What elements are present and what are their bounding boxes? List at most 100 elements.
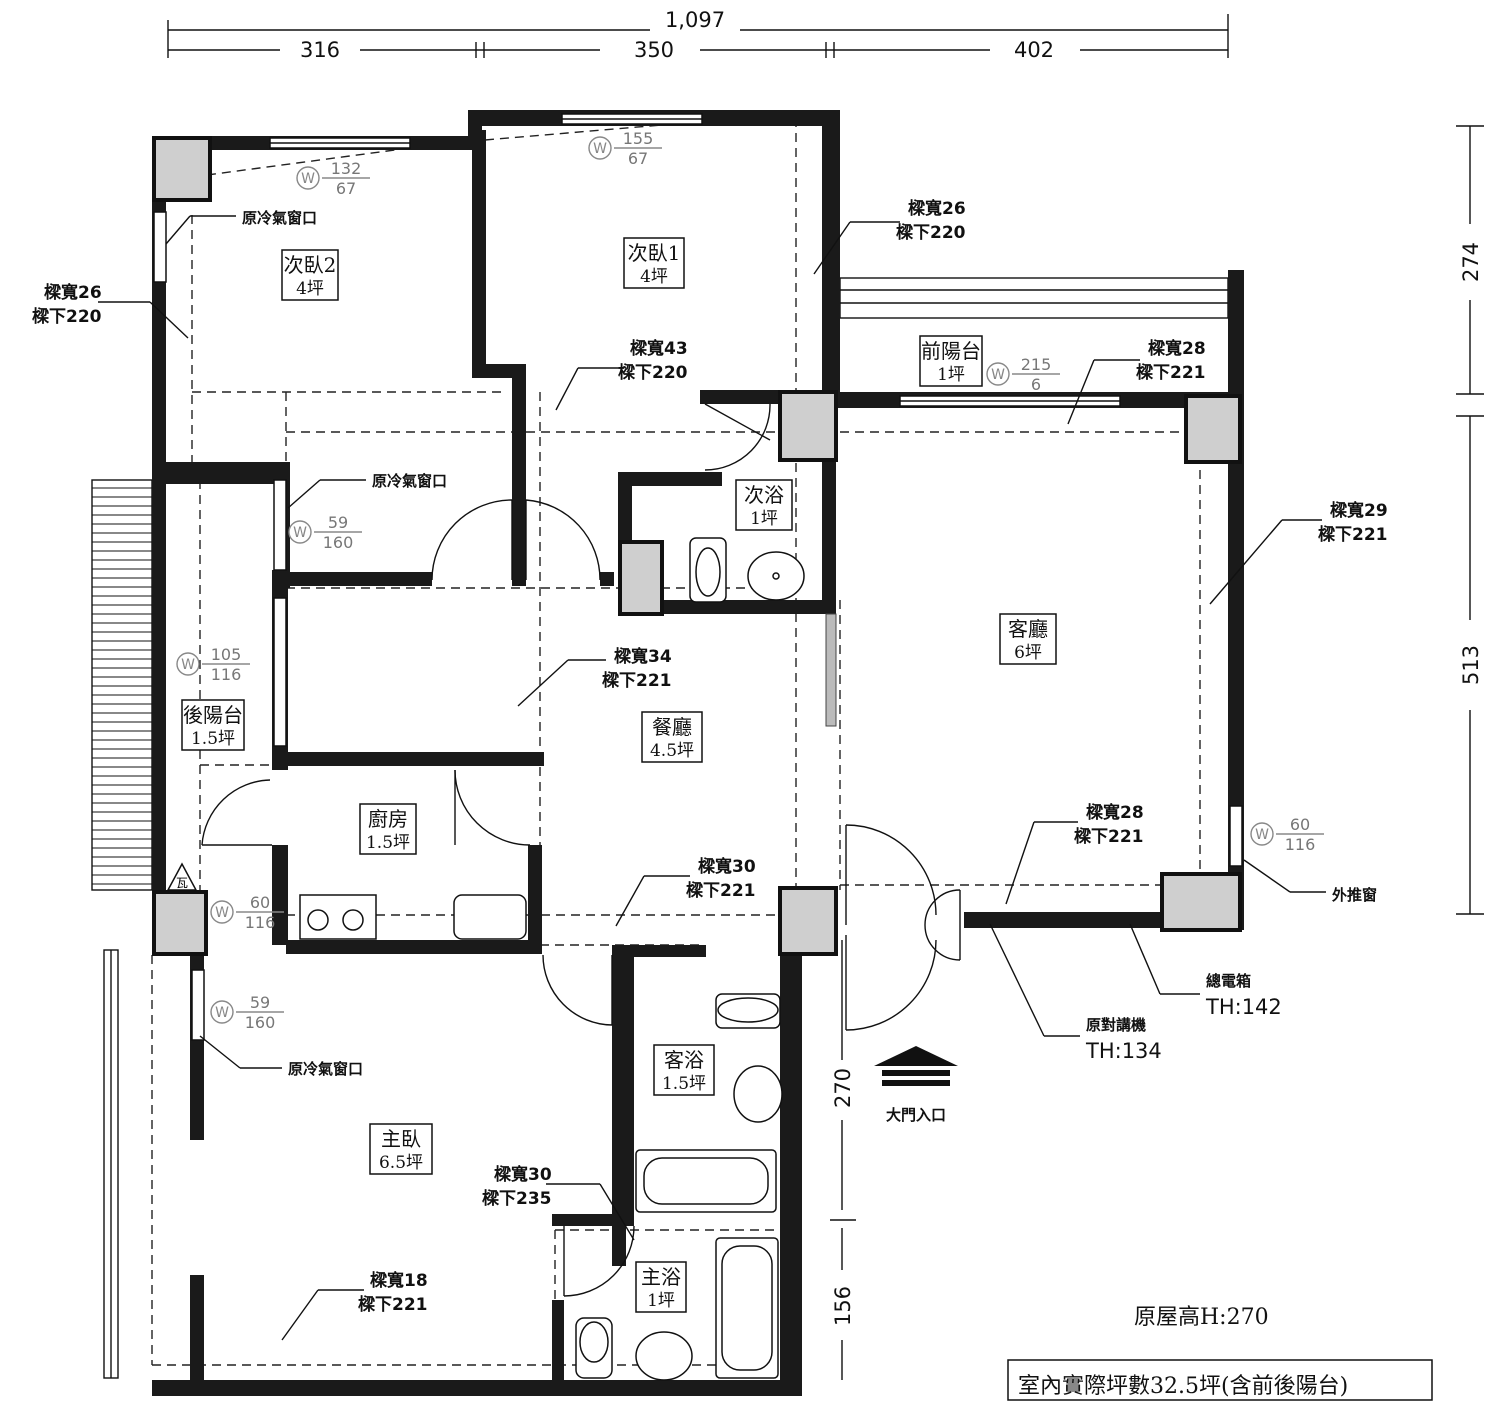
window-height: 116	[245, 913, 276, 932]
ceiling-height-note: 原屋高H:270	[1134, 1305, 1269, 1330]
beam-height: 樑下221	[602, 670, 672, 691]
beam-note: 樑寬26 樑下220	[32, 282, 102, 327]
right-dimensions: 274 513	[1456, 125, 1484, 915]
window-symbol: W	[293, 525, 307, 541]
window-width: 59	[250, 993, 270, 1012]
beam-width: 樑寬28	[1086, 802, 1144, 823]
room-size: 1.5坪	[191, 729, 235, 749]
beam-notes: 樑寬26 樑下220 樑寬26 樑下220 樑寬43 樑下220 樑寬28 樑下221 樑寬29…	[32, 198, 1388, 1315]
entrance-note: 大門入口	[886, 1106, 946, 1124]
total-area-box	[1007, 1359, 1433, 1401]
beam-width: 樑寬26	[908, 198, 966, 219]
room-size: 1.5坪	[366, 833, 410, 853]
window-height: 116	[211, 665, 242, 684]
room-name: 廚房	[368, 807, 408, 831]
room-label-guest-bath: 客浴1.5坪	[653, 1044, 715, 1096]
beam-height: 樑下220	[618, 362, 688, 383]
window-symbol: W	[215, 905, 229, 921]
room-size: 6坪	[1014, 643, 1042, 663]
beam-height: 樑下221	[686, 880, 756, 901]
ac-window-note-2: 原冷氣窗口	[372, 472, 447, 490]
room-size: 6.5坪	[379, 1153, 423, 1173]
dim-seg-left: 316	[300, 38, 340, 62]
dim-seg-mid: 350	[634, 38, 674, 62]
window-height: 6	[1031, 375, 1041, 394]
dim-entry-lower: 156	[831, 1286, 855, 1326]
entrance-arrow-icon	[874, 1046, 958, 1086]
columns	[152, 136, 1242, 956]
room-size: 1.5坪	[662, 1074, 706, 1094]
room-size: 1坪	[937, 365, 965, 385]
dim-entry-upper: 270	[831, 1068, 855, 1108]
master-bedroom-railing	[103, 949, 119, 1379]
room-name: 次浴	[744, 483, 784, 507]
room-name: 客浴	[664, 1048, 704, 1072]
beam-width: 樑寬28	[1148, 338, 1206, 359]
fixtures	[299, 537, 805, 1381]
window-symbol: W	[593, 141, 607, 157]
room-name: 前陽台	[921, 339, 981, 363]
main-panel-note: 總電箱	[1206, 972, 1251, 990]
window-symbol: W	[181, 657, 195, 673]
back-balcony-railing	[91, 479, 153, 891]
gas-label: 瓦	[176, 876, 188, 890]
window-symbol: W	[1255, 827, 1269, 843]
doors	[201, 403, 961, 1297]
intercom-height: TH:134	[1085, 1039, 1162, 1063]
beam-width: 樑寬43	[630, 338, 688, 359]
room-labels: 次臥24坪次臥14坪前陽台1坪次浴1坪客廳6坪後陽台1.5坪餐廳4.5坪廚房1.…	[181, 237, 1057, 1313]
dim-total-width: 1,097	[665, 8, 725, 32]
room-size: 4坪	[640, 267, 668, 287]
beam-width: 樑寬26	[44, 282, 102, 303]
beam-height: 樑下220	[32, 306, 102, 327]
window-width: 105	[211, 645, 242, 664]
window-width: 155	[623, 129, 654, 148]
beam-note: 樑寬28 樑下221	[1136, 338, 1206, 383]
window-width: 59	[328, 513, 348, 532]
ac-window-note-3: 原冷氣窗口	[288, 1060, 363, 1078]
gas-meter-icon	[166, 862, 198, 891]
beam-height: 樑下221	[358, 1294, 428, 1315]
room-size: 1坪	[750, 509, 778, 529]
window-height: 67	[336, 179, 356, 198]
window-tags: W13267W15567W2156W59160W105116W60116W601…	[176, 129, 1324, 1032]
window-width: 60	[1290, 815, 1310, 834]
total-area-note: 室內實際坪數32.5坪(含前後陽台)	[1018, 1374, 1348, 1399]
room-name: 客廳	[1008, 617, 1048, 641]
beam-height: 樑下220	[896, 222, 966, 243]
dim-seg-right: 402	[1014, 38, 1054, 62]
room-name: 主臥	[381, 1127, 421, 1151]
room-name: 餐廳	[652, 715, 692, 739]
beam-width: 樑寬29	[1330, 500, 1388, 521]
window-height: 116	[1285, 835, 1316, 854]
dim-right-lower: 513	[1459, 645, 1483, 685]
window-width: 215	[1021, 355, 1052, 374]
room-name: 後陽台	[183, 703, 243, 727]
window-symbol: W	[301, 171, 315, 187]
walls	[152, 110, 1244, 1396]
beam-note: 樑寬26 樑下220	[896, 198, 966, 243]
room-size: 4坪	[296, 279, 324, 299]
beam-height: 樑下221	[1136, 362, 1206, 383]
dim-right-upper: 274	[1459, 242, 1483, 282]
room-label-master: 主臥6.5坪	[369, 1123, 433, 1175]
window-height: 160	[245, 1013, 276, 1032]
plan-notes: 原冷氣窗口 原冷氣窗口 原冷氣窗口 外推窗 總電箱 TH:142 原對講機 TH…	[166, 209, 1433, 1401]
window-symbol: W	[215, 1005, 229, 1021]
beam-width: 樑寬30	[494, 1164, 552, 1185]
leader-lines	[98, 215, 1326, 1341]
room-name: 主浴	[641, 1265, 681, 1289]
window-height: 67	[628, 149, 648, 168]
